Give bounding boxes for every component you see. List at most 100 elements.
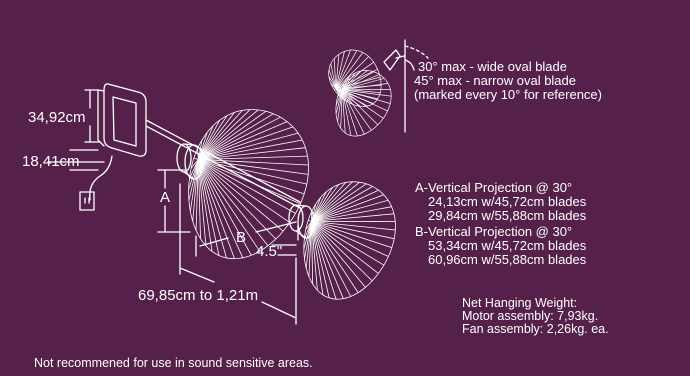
blade-spoke — [198, 109, 251, 160]
blade-spoke — [311, 221, 344, 299]
blade-spoke — [303, 221, 312, 240]
blade-spoke — [198, 132, 299, 160]
blade-spoke — [198, 139, 303, 160]
blade-spoke — [342, 74, 380, 91]
blade-spoke — [197, 112, 235, 160]
blade-spoke — [311, 221, 379, 274]
blade-spoke — [311, 221, 392, 248]
blade-spoke — [311, 189, 379, 222]
blade-spoke — [342, 83, 389, 91]
blade-spoke — [342, 77, 385, 91]
blade-spoke — [335, 54, 340, 89]
blade-spoke — [198, 159, 309, 166]
blade-spoke — [311, 221, 396, 231]
blade-spoke — [198, 159, 301, 205]
blade-spoke — [342, 89, 391, 91]
blade-spoke — [198, 159, 277, 240]
blade-spoke — [198, 126, 294, 160]
blade-spoke — [333, 58, 337, 89]
blade-spoke — [311, 183, 367, 222]
blade-spoke — [197, 159, 207, 246]
blade-spoke — [311, 191, 327, 222]
fan-blade-tilt-upper — [328, 49, 382, 107]
blade-spoke — [198, 147, 306, 160]
blade-spoke — [342, 89, 392, 97]
blade-spoke — [198, 159, 284, 232]
blade-spoke — [341, 89, 352, 136]
blade-spoke — [330, 63, 337, 89]
footer-note: Not recommened for use in sound sensitiv… — [34, 356, 313, 370]
blade-spoke — [342, 89, 384, 119]
fan-blade-2 — [303, 181, 396, 300]
blade-spoke — [335, 50, 358, 89]
blade-spoke — [335, 61, 374, 89]
blade-spoke — [197, 119, 221, 160]
blade-spoke — [311, 184, 340, 222]
blade-spoke — [335, 51, 345, 89]
blade-spoke — [198, 159, 309, 175]
blade-spoke — [341, 76, 350, 91]
blade-spoke — [311, 221, 318, 291]
motor-height-label: 34,92cm — [28, 109, 86, 126]
blade-spoke — [311, 181, 353, 222]
blade-spoke — [188, 159, 199, 201]
blade-spoke — [311, 213, 395, 222]
tilt-note-line3: (marked every 10° for reference) — [414, 87, 602, 102]
blade-spoke — [311, 181, 360, 222]
blade-spoke — [190, 159, 199, 169]
blade-spoke — [328, 76, 337, 89]
blade-spoke — [311, 182, 347, 222]
blade-spoke — [197, 159, 220, 256]
blade-spoke — [193, 157, 199, 160]
blade-spoke — [311, 221, 330, 298]
blade-spoke — [311, 221, 366, 288]
blade-spoke — [341, 89, 346, 133]
weight-title: Net Hanging Weight: — [462, 296, 578, 310]
span-range-label: 69,85cm to 1,21m — [138, 287, 259, 304]
projection-a-label: A — [160, 189, 171, 206]
blade-spoke — [197, 159, 227, 259]
blade-spoke — [342, 89, 372, 131]
blade-spoke — [335, 89, 343, 106]
blade-spoke — [198, 159, 291, 223]
blade-spoke — [192, 159, 199, 222]
projection-b-title: B-Vertical Projection @ 30° — [415, 224, 573, 239]
tilt-note-line1: 30° max - wide oval blade — [418, 59, 567, 74]
blade-spoke — [341, 89, 365, 135]
blade-spoke — [311, 221, 373, 282]
blade-rim — [188, 109, 309, 260]
blade-spoke — [198, 113, 274, 160]
blade-spoke — [197, 159, 252, 256]
blade-spoke — [311, 199, 389, 222]
blade-spoke — [305, 221, 312, 230]
blade-spoke — [311, 221, 324, 295]
motor-housing — [97, 83, 147, 157]
projection-b-line2: 60,96cm w/55,88cm blades — [428, 252, 587, 267]
projection-b-label: B — [236, 229, 247, 246]
projection-b-line1: 53,34cm w/45,72cm blades — [428, 238, 587, 253]
blade-spoke — [197, 159, 269, 246]
blade-spoke — [198, 116, 281, 160]
blade-spoke — [311, 221, 337, 300]
blade-spoke — [197, 131, 208, 160]
projection-dimension-lines — [157, 169, 299, 257]
power-cord — [79, 155, 113, 211]
blade-spoke — [342, 71, 374, 91]
blade-spoke — [311, 221, 314, 285]
blade-spoke — [340, 89, 343, 129]
blade-spoke — [197, 159, 235, 259]
motor-dimension-lines — [47, 89, 105, 171]
blade-spoke — [342, 89, 388, 112]
blade-spoke — [342, 70, 368, 91]
blade-spoke — [189, 159, 199, 212]
blade-spoke — [311, 186, 373, 222]
blade-spoke — [198, 110, 243, 160]
tilt-detail — [383, 39, 429, 133]
blade-spoke — [311, 221, 352, 297]
blade-spoke — [311, 221, 395, 240]
blade-spoke — [335, 89, 343, 114]
blade-spoke — [337, 89, 343, 122]
fan-blade-1 — [188, 109, 309, 260]
blade-spoke — [188, 159, 199, 190]
